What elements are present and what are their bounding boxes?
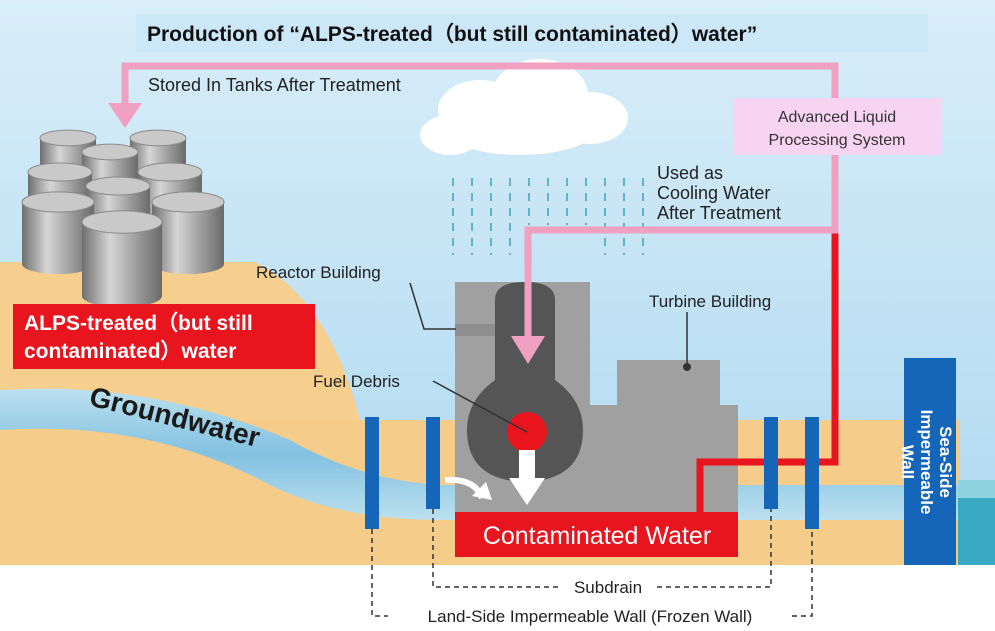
reactor-side-block	[455, 324, 495, 336]
svg-text:Sea-Side: Sea-Side	[936, 426, 955, 498]
reactor-vessel	[467, 282, 583, 482]
title-bar	[136, 14, 928, 52]
fuel-debris-leader	[432, 380, 528, 433]
alps-treated-box	[13, 304, 315, 369]
stored-in-tanks-label: Stored In Tanks After Treatment	[148, 75, 401, 95]
storage-tank	[151, 191, 225, 275]
walls	[365, 417, 819, 529]
land-side-wall-right	[805, 417, 819, 529]
storage-tank	[21, 191, 95, 275]
subdrain-left	[426, 417, 440, 509]
alps-label-line2: Processing System	[769, 132, 906, 149]
alps-label-line1: Advanced Liquid	[778, 109, 896, 126]
alps-box	[733, 98, 941, 155]
turbine-building-label: Turbine Building	[649, 292, 771, 311]
inflow-arrowhead	[472, 482, 492, 500]
cooling-water-line3: After Treatment	[657, 203, 781, 223]
pink-arrowhead-tanks	[108, 103, 142, 128]
reactor-building-label: Reactor Building	[256, 263, 381, 282]
contaminated-water-label: Contaminated Water	[483, 522, 711, 550]
subdrain-right	[764, 417, 778, 509]
svg-text:Impermeable: Impermeable	[917, 410, 936, 515]
subdrain-connector	[432, 509, 772, 588]
fuel-debris-label: Fuel Debris	[313, 372, 400, 391]
cloud	[420, 59, 628, 155]
land-side-wall-label: Land-Side Impermeable Wall (Frozen Wall)	[428, 607, 753, 626]
svg-text:Wall: Wall	[898, 445, 917, 479]
alps-treated-line1: ALPS-treated（but still	[24, 311, 253, 335]
sea-side-wall	[904, 358, 956, 565]
rain	[452, 178, 644, 255]
sea	[958, 496, 995, 565]
storage-tanks	[21, 129, 225, 308]
cooling-water-line1: Used as	[657, 163, 723, 183]
alps-treated-line2: contaminated）water	[24, 339, 236, 363]
storage-tank	[81, 210, 163, 308]
reactor-building-leader	[409, 282, 456, 330]
white-margin	[0, 565, 995, 631]
sea-side-wall-label: Sea-Side Impermeable Wall	[898, 410, 955, 515]
land-side-wall-left	[365, 417, 379, 529]
contaminated-water-box	[455, 512, 738, 557]
sea-top	[958, 480, 995, 498]
subdrain-label: Subdrain	[574, 578, 642, 597]
pink-pipe-to-reactor	[524, 152, 839, 336]
cooling-water-line2: Cooling Water	[657, 183, 770, 203]
page-title: Production of “ALPS-treated（but still co…	[147, 22, 757, 46]
pink-arrowhead-reactor	[511, 336, 545, 364]
leak-arrow	[509, 450, 545, 505]
land-side-wall-connector	[371, 529, 813, 617]
turbine-building-top	[617, 360, 720, 408]
